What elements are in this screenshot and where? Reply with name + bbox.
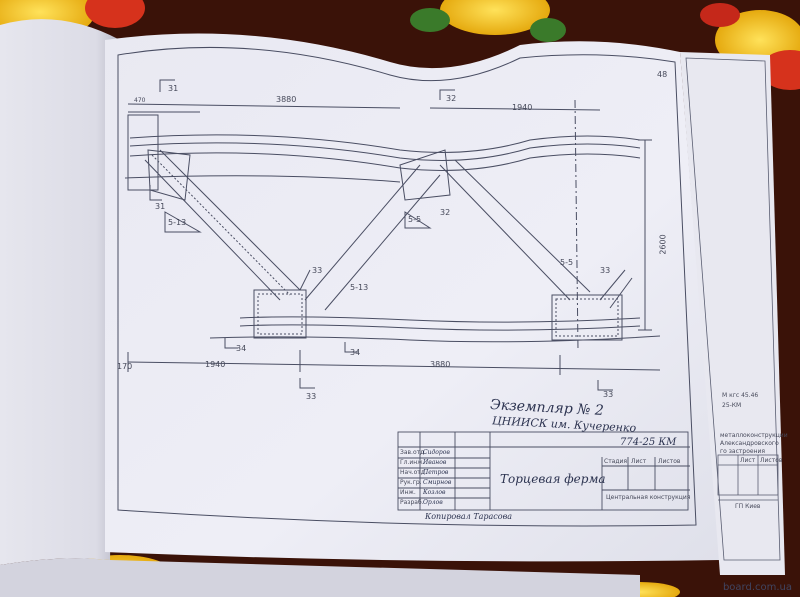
node-bottom-left-label: 5-13 bbox=[350, 283, 369, 292]
dim-height: 2600 bbox=[658, 234, 668, 255]
node-mid-label: 5-5 bbox=[408, 215, 422, 224]
signature-row-2: Гл.инж. bbox=[400, 459, 425, 466]
signature-name-2: Иванов bbox=[423, 459, 447, 466]
organization: Центральная конструкция bbox=[606, 494, 691, 501]
section-33-bottom-left: 33 bbox=[306, 392, 317, 401]
signature-name-5: Козлов bbox=[423, 489, 446, 496]
side-desc-3: го застроения bbox=[720, 448, 765, 455]
signature-row-3: Нач.отд. bbox=[400, 469, 427, 476]
side-table-header-2: Листов bbox=[760, 457, 783, 464]
dim-bottom-span-1: 1940 bbox=[205, 360, 226, 369]
copied-by-stamp: Копировал Тарасова bbox=[425, 512, 513, 521]
dim-top-span-2: 1940 bbox=[512, 103, 533, 112]
signature-name-3: Петров bbox=[423, 469, 449, 476]
section-32-b: 32 bbox=[440, 208, 451, 217]
drawing-sheet bbox=[105, 33, 720, 562]
side-ref-1: М кгс 45.46 bbox=[722, 392, 759, 399]
signature-row-4: Рук.гр. bbox=[400, 479, 422, 486]
stage-header-3: Листов bbox=[658, 458, 681, 465]
side-desc-1: металлоконструкции bbox=[720, 432, 788, 439]
section-32-a: 32 bbox=[446, 94, 457, 103]
dim-top-span-1: 3880 bbox=[276, 95, 297, 104]
side-sheet-table bbox=[717, 454, 779, 501]
stage-header-1: Стадия bbox=[604, 458, 628, 465]
left-page bbox=[0, 19, 120, 565]
dim-top-left-small: 470 bbox=[134, 97, 146, 104]
drawing-title: Торцевая ферма bbox=[500, 472, 606, 486]
title-block bbox=[397, 431, 690, 511]
section-34-b: 34 bbox=[350, 348, 361, 357]
truss-drawing bbox=[124, 79, 661, 391]
side-ref-2: 25-КМ bbox=[722, 402, 742, 409]
node-bottom-right-label: 5-5 bbox=[560, 258, 574, 267]
section-33-top-right: 33 bbox=[600, 266, 611, 275]
section-31-a: 31 bbox=[168, 84, 179, 93]
dim-bottom-span-2: 3880 bbox=[430, 360, 451, 369]
section-34-a: 34 bbox=[236, 344, 247, 353]
section-31-b: 31 bbox=[155, 202, 166, 211]
side-footer: ГП Киев bbox=[735, 503, 761, 510]
signature-name-4: Смирнов bbox=[423, 479, 452, 486]
drawing-code: 774-25 КМ bbox=[620, 437, 677, 448]
signature-name-1: Сидоров bbox=[423, 449, 450, 456]
node-left-label: 5-13 bbox=[168, 218, 187, 227]
signature-name-6: Орлов bbox=[423, 499, 443, 506]
side-table-header-1: Лист bbox=[740, 457, 756, 464]
section-33-top-left: 33 bbox=[312, 266, 323, 275]
sheet-number: 48 bbox=[657, 70, 668, 79]
watermark: board.com.ua bbox=[722, 582, 792, 593]
section-33-bottom-right: 33 bbox=[603, 390, 614, 399]
signature-row-6: Разраб. bbox=[400, 499, 424, 506]
side-sheet bbox=[680, 52, 785, 575]
side-desc-2: Александровского bbox=[720, 440, 779, 447]
signature-row-1: Зав.отд. bbox=[400, 449, 427, 456]
dim-bottom-left-small: 170 bbox=[117, 362, 133, 371]
stage-header-2: Лист bbox=[631, 458, 647, 465]
signature-row-5: Инж. bbox=[400, 489, 416, 496]
